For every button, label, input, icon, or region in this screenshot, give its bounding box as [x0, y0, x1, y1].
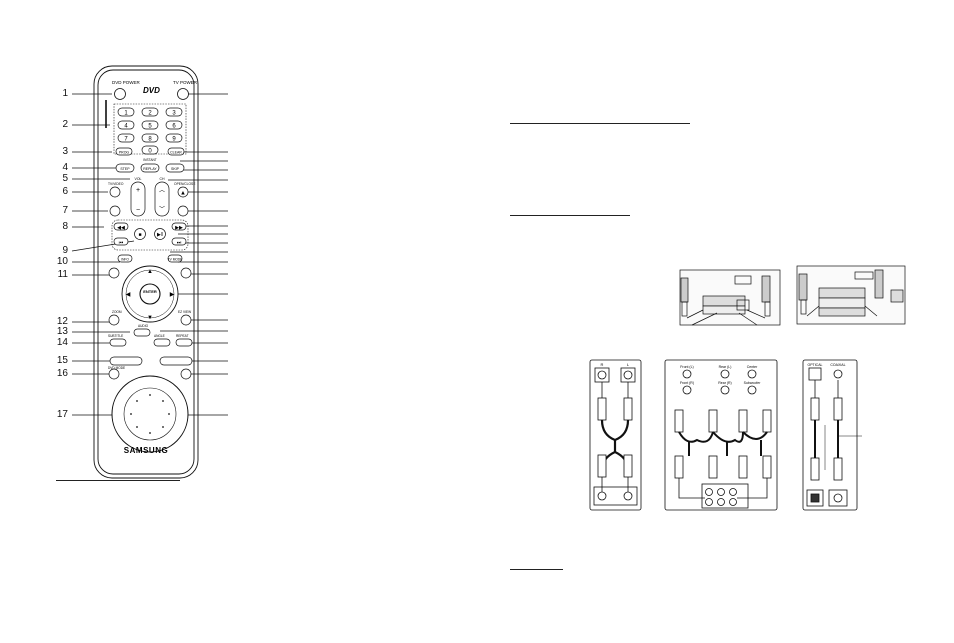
heading-underline-3 — [510, 569, 563, 570]
callout-11: 11 — [57, 269, 68, 280]
arrow-up-icon[interactable]: ▲ — [147, 269, 153, 275]
digit-5[interactable]: 5 — [148, 124, 152, 130]
instant-label: INSTANT — [143, 158, 156, 162]
vol-down-icon[interactable]: − — [136, 207, 140, 214]
fast-forward-icon[interactable]: ▶▶ — [175, 225, 183, 231]
digit-4[interactable]: 4 — [124, 124, 128, 130]
angle-label: ANGLE — [154, 334, 165, 338]
arrow-down-icon[interactable]: ▼ — [147, 315, 153, 321]
stop-icon[interactable]: ■ — [138, 232, 141, 238]
callout-4: 4 — [62, 162, 68, 173]
callout-10: 10 — [56, 256, 68, 267]
remote-control-figure: 1 2 3 4 5 6 7 8 9 10 11 12 13 14 15 16 1… — [56, 65, 228, 481]
open-close-label: OPEN/CLOSE — [174, 182, 196, 186]
audio-r-label: R — [601, 362, 604, 367]
subwoofer-label: Subwoofer — [744, 381, 762, 385]
audio-label: AUDIO — [138, 324, 149, 328]
prog-button[interactable]: PROG — [119, 151, 130, 155]
dvd-power-label: DVD POWER — [112, 80, 141, 85]
arrow-left-icon[interactable]: ◀ — [126, 292, 131, 298]
callout-12: 12 — [56, 316, 68, 327]
callout-14: 14 — [56, 337, 68, 348]
callout-16: 16 — [56, 368, 68, 379]
digit-9[interactable]: 9 — [172, 137, 176, 143]
callout-1: 1 — [62, 88, 68, 99]
tv-mode-button[interactable]: TV MODE — [168, 258, 183, 262]
front-l-label: Front (L) — [680, 365, 693, 369]
repeat-label: REPEAT — [176, 334, 189, 338]
ch-label: CH — [159, 177, 165, 181]
enter-button[interactable]: ENTER — [143, 289, 157, 294]
digit-7[interactable]: 7 — [124, 137, 128, 143]
callout-6: 6 — [62, 186, 68, 197]
ez-view-label: EZ VIEW — [178, 310, 191, 314]
skip-back-icon[interactable]: ⏮ — [119, 240, 124, 246]
coaxial-label: COAXIAL — [830, 363, 845, 367]
skip-forward-icon[interactable]: ⏭ — [177, 240, 182, 246]
skip-button[interactable]: SKIP — [171, 167, 180, 171]
digit-2[interactable]: 2 — [148, 111, 152, 117]
home-theater-illustrations — [679, 265, 906, 326]
center-label: Center — [747, 365, 758, 369]
digit-3[interactable]: 3 — [172, 111, 176, 117]
rear-r-label: Rear (R) — [718, 381, 731, 385]
callout-3: 3 — [62, 146, 68, 157]
dvd-logo: DVD — [143, 86, 160, 95]
callout-9: 9 — [62, 245, 68, 256]
connection-page: R L — [477, 0, 954, 643]
digit-1[interactable]: 1 — [124, 111, 128, 117]
ch-down-icon[interactable]: ﹀ — [159, 206, 165, 213]
play-pause-icon[interactable]: ▶‖ — [157, 232, 163, 238]
callout-7: 7 — [62, 205, 68, 216]
rewind-icon[interactable]: ◀◀ — [117, 225, 125, 231]
remote-body: DVD POWER TV POWER DVD 1 2 3 4 5 6 7 8 9 — [93, 65, 199, 479]
callout-2: 2 — [62, 119, 68, 130]
optical-label: OPTICAL — [808, 363, 823, 367]
ch-up-icon[interactable]: ︿ — [159, 188, 165, 194]
clear-button[interactable]: CLEAR — [170, 151, 182, 155]
vol-label: VOL — [134, 177, 141, 181]
zoom-label: ZOOM — [112, 310, 122, 314]
heading-underline-2 — [510, 215, 630, 216]
digit-8[interactable]: 8 — [148, 137, 152, 143]
callout-5: 5 — [62, 173, 68, 184]
subtitle-label: SUBTITLE — [108, 334, 123, 338]
callout-17: 17 — [56, 409, 68, 420]
callout-13: 13 — [56, 326, 68, 337]
replay-button[interactable]: REPLAY — [143, 167, 157, 171]
brand-logo: SAMSUNG — [124, 446, 168, 455]
tv-video-label: TV/VIDEO — [108, 182, 124, 186]
digit-0[interactable]: 0 — [148, 149, 152, 155]
audio-connection-diagrams: R L — [589, 359, 862, 511]
callout-8: 8 — [62, 221, 68, 232]
audio-l-label: L — [627, 362, 630, 367]
callout-15: 15 — [56, 355, 68, 366]
rear-l-label: Rear (L) — [719, 365, 732, 369]
vol-up-icon[interactable]: + — [136, 187, 140, 194]
eject-icon[interactable]: ▲ — [180, 191, 186, 197]
front-r-label: Front (R) — [680, 381, 694, 385]
dvd-mode-label: DVD MODE — [108, 366, 125, 370]
arrow-right-icon[interactable]: ▶ — [170, 292, 175, 298]
step-button[interactable]: STEP — [120, 167, 130, 171]
tv-power-label: TV POWER — [173, 80, 198, 85]
info-button[interactable]: INFO — [121, 258, 129, 262]
left-caption-underline — [56, 480, 180, 481]
digit-6[interactable]: 6 — [172, 124, 176, 130]
heading-underline-1 — [510, 123, 690, 124]
